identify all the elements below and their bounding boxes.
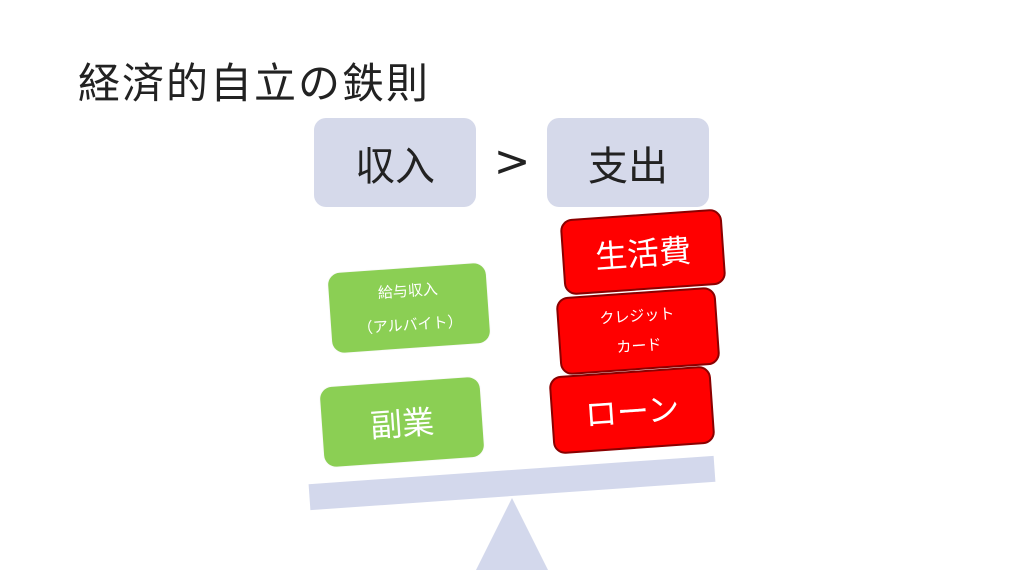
living-expense-block: 生活費 [559,208,727,296]
credit-label-line1: クレジット [598,304,675,328]
page-title: 経済的自立の鉄則 [78,59,431,108]
greater-than-sign: > [493,136,531,187]
loan-label: ローン [583,389,681,435]
credit-label-line2: カード [615,335,663,357]
side-job-label: 副業 [368,402,436,446]
side-job-block: 副業 [319,376,485,468]
expense-label: 支出 [588,143,668,190]
scale-pivot-icon [476,498,548,570]
loan-block: ローン [548,365,716,455]
salary-income-block: 給与収入 （アルバイト） [327,262,491,354]
income-header-box: 収入 [314,118,476,207]
credit-card-block: クレジット カード [555,286,721,376]
living-expense-label: 生活費 [593,231,693,277]
salary-label-line1: 給与収入 [377,279,439,303]
salary-label-line2: （アルバイト） [357,312,464,338]
expense-header-box: 支出 [547,118,709,207]
income-label: 収入 [355,143,435,190]
